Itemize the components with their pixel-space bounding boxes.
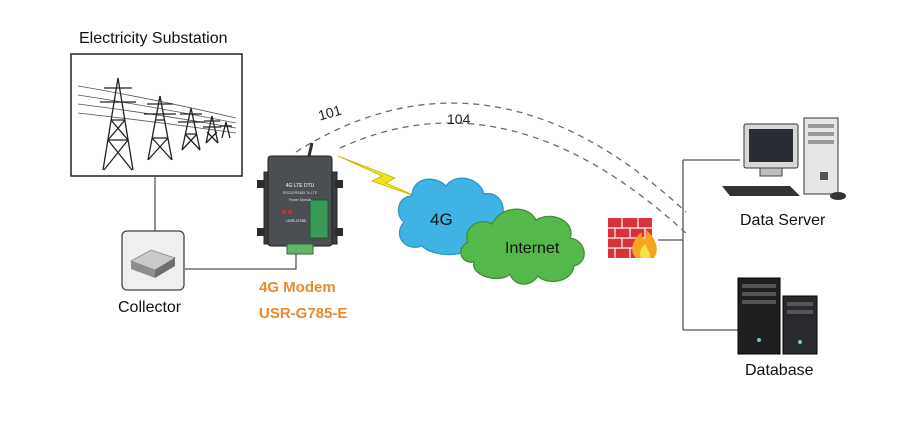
firewall-icon	[608, 218, 657, 258]
link-101-label: 101	[316, 102, 343, 124]
link-104-label: 104	[447, 111, 471, 127]
substation-panel	[70, 53, 243, 177]
computer-icon	[722, 117, 846, 200]
power-tower-icon	[77, 77, 237, 171]
collector-box-icon	[121, 230, 185, 291]
database-label: Database	[745, 362, 814, 379]
data-server-label: Data Server	[740, 212, 826, 229]
collector-label: Collector	[118, 299, 182, 316]
cloud-internet-label: Internet	[505, 240, 560, 257]
protocol-arcs	[295, 102, 689, 236]
modem-label-2: RS232/RS485 To LTE	[283, 191, 318, 195]
substation-label: Electricity Substation	[79, 30, 228, 47]
cloud-icon: 4G Internet	[397, 177, 585, 285]
server-tower-icon	[737, 277, 818, 355]
lightning-icon	[337, 155, 421, 199]
modem-device-icon: 4G LTE DTU RS232/RS485 To LTE Power Spec…	[257, 142, 343, 255]
modem-label-1: 4G LTE DTU	[286, 183, 315, 189]
modem-label: 4G Modem	[259, 279, 336, 296]
cloud-4g-label: 4G	[430, 210, 453, 229]
modem-brand: USR-G785	[286, 218, 306, 223]
modem-model-label: USR-G785-E	[259, 305, 348, 322]
modem-label-3: Power Special	[289, 198, 312, 202]
wired-links	[154, 159, 740, 331]
